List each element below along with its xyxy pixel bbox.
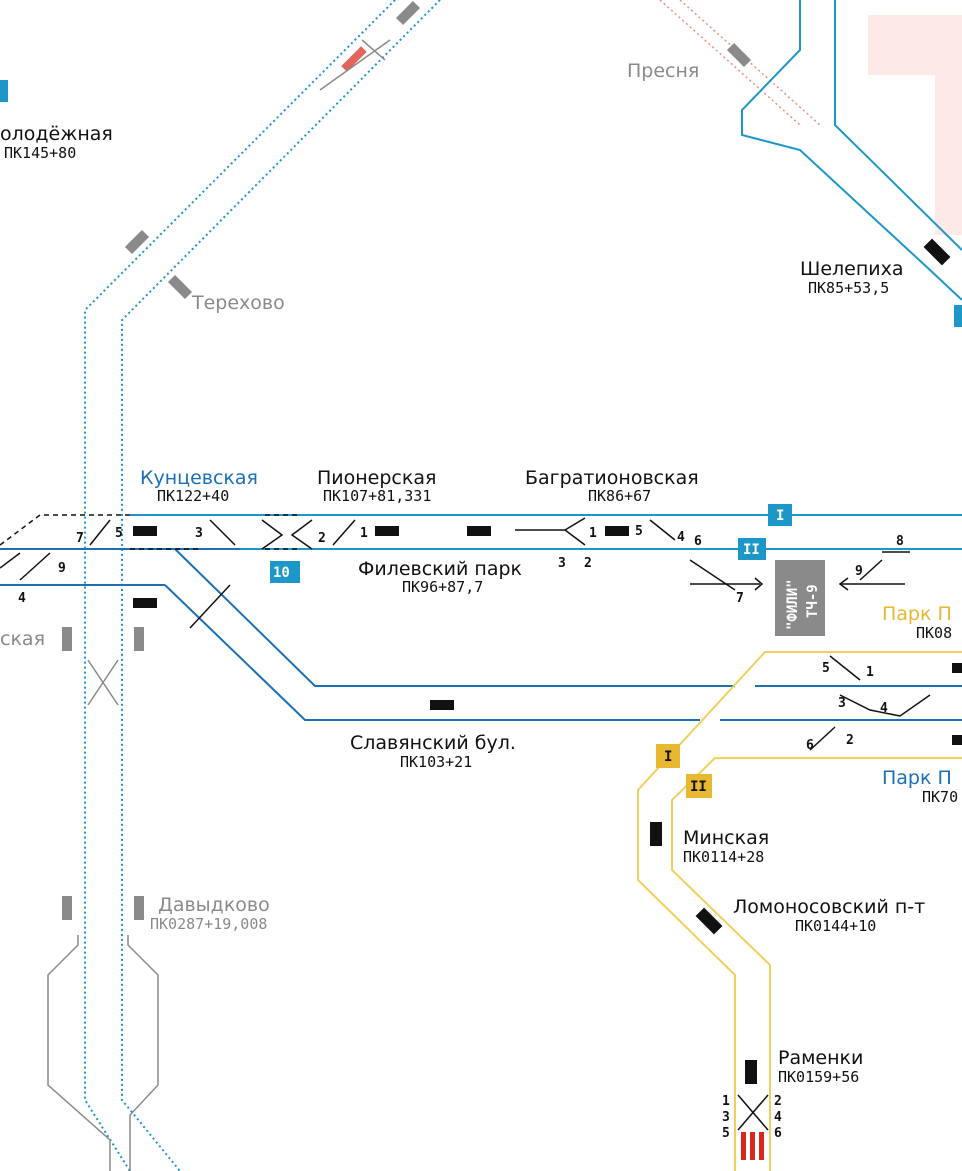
pk-molodezhnaya: ПК145+80 [4, 144, 76, 162]
zone-area [868, 15, 962, 75]
gray-platforms [62, 0, 752, 920]
pk-filevsky-park: ПК96+87,7 [402, 578, 483, 596]
svg-text:4: 4 [18, 591, 26, 606]
track-badge-II: II [738, 538, 766, 560]
svg-text:4: 4 [677, 530, 685, 545]
crossing-marker [319, 39, 391, 91]
pk-ramenki: ПК0159+56 [778, 1068, 859, 1086]
zone-area [935, 75, 962, 235]
svg-text:6: 6 [806, 738, 814, 753]
cyan-dotted-line [84, 0, 441, 1171]
station-park-2: Парк П [882, 767, 952, 789]
svg-text:8: 8 [896, 534, 904, 549]
svg-text:3: 3 [838, 696, 846, 711]
svg-text:1: 1 [360, 526, 368, 541]
station-davydkovo: Давыдково [158, 894, 270, 916]
switch-numbers: 7 5 3 9 4 2 1 1 5 4 6 3 2 8 9 7 5 1 3 4 … [18, 524, 904, 1141]
station-bagrationovskaya: Багратионовская [525, 467, 699, 489]
gray-tracks [47, 659, 159, 1171]
svg-text:6: 6 [774, 1126, 782, 1141]
pk-park-1: ПК08 [916, 624, 952, 642]
pk-slavyansky: ПК103+21 [400, 753, 472, 771]
pk-shelepikha: ПК85+53,5 [808, 279, 889, 297]
train-block [923, 238, 951, 266]
svg-text:2: 2 [318, 531, 326, 546]
station-kuntsevskaya: Кунцевская [140, 467, 258, 489]
ramenki-crossover [737, 1094, 769, 1160]
yellow-tracks [637, 651, 962, 1171]
dashed-sidings [0, 514, 300, 550]
station-filevsky-park: Филевский парк [358, 558, 522, 580]
svg-text:1: 1 [722, 1094, 730, 1109]
train-blocks [133, 526, 962, 1084]
yellow-badge-I: I [656, 744, 680, 768]
station-shelepikha: Шелепиха [800, 258, 904, 280]
svg-text:5: 5 [115, 526, 123, 541]
pink-dotted-line [659, 0, 821, 126]
switch-lines [0, 517, 931, 751]
svg-text:6: 6 [694, 534, 702, 549]
pk-pionerskaya: ПК107+81,331 [323, 487, 431, 505]
cyan-marker [0, 80, 8, 102]
station-minskaya: Минская [683, 827, 769, 849]
svg-text:3: 3 [722, 1110, 730, 1125]
pk-davydkovo: ПК0287+19,008 [150, 915, 267, 933]
svg-text:I: I [776, 508, 784, 524]
svg-text:10: 10 [273, 565, 290, 581]
pk-kuntsevskaya: ПК122+40 [157, 487, 229, 505]
svg-text:2: 2 [584, 556, 592, 571]
pk-minskaya: ПК0114+28 [683, 848, 764, 866]
cyan-line-shelepikha [741, 0, 962, 301]
svg-text:3: 3 [558, 556, 566, 571]
line-10-badge: 10 [270, 561, 300, 583]
station-ramenki: Раменки [778, 1047, 863, 1069]
svg-text:5: 5 [635, 524, 643, 539]
svg-text:2: 2 [846, 733, 854, 748]
svg-text:7: 7 [76, 531, 84, 546]
svg-text:II: II [743, 542, 760, 558]
svg-text:2: 2 [774, 1094, 782, 1109]
svg-text:1: 1 [866, 665, 874, 680]
svg-text:7: 7 [736, 591, 744, 606]
station-pionerskaya: Пионерская [317, 467, 436, 489]
station-park-1: Парк П [882, 603, 952, 625]
station-terekhovo: Терехово [191, 292, 285, 314]
pk-park-2: ПК70 [922, 788, 958, 806]
yellow-badge-II: II [686, 774, 712, 798]
cyan-marker [954, 305, 962, 327]
station-presnya: Пресня [627, 60, 699, 82]
svg-text:9: 9 [58, 561, 66, 576]
station-molodezhnaya: олодёжная [0, 123, 113, 145]
svg-text:1: 1 [589, 526, 597, 541]
svg-text:I: I [664, 749, 672, 765]
station-kaya: ская [0, 628, 45, 650]
svg-text:4: 4 [774, 1110, 782, 1125]
track-badge-I: I [768, 504, 792, 526]
depot-fili: "ФИЛИ" ТЧ-9 [775, 560, 825, 636]
svg-text:5: 5 [722, 1126, 730, 1141]
station-slavyansky: Славянский бул. [350, 732, 516, 754]
svg-text:9: 9 [855, 564, 863, 579]
cyan-main-tracks [130, 514, 962, 550]
pk-lomonosovsky: ПК0144+10 [795, 917, 876, 935]
svg-text:3: 3 [195, 526, 203, 541]
depot-label-2: ТЧ-9 [805, 584, 821, 618]
svg-text:4: 4 [880, 701, 888, 716]
svg-text:II: II [690, 779, 707, 795]
pk-bagrationovskaya: ПК86+67 [588, 487, 651, 505]
depot-label-1: "ФИЛИ" [785, 579, 801, 630]
svg-text:5: 5 [822, 661, 830, 676]
station-lomonosovsky: Ломоносовский п-т [733, 896, 925, 918]
